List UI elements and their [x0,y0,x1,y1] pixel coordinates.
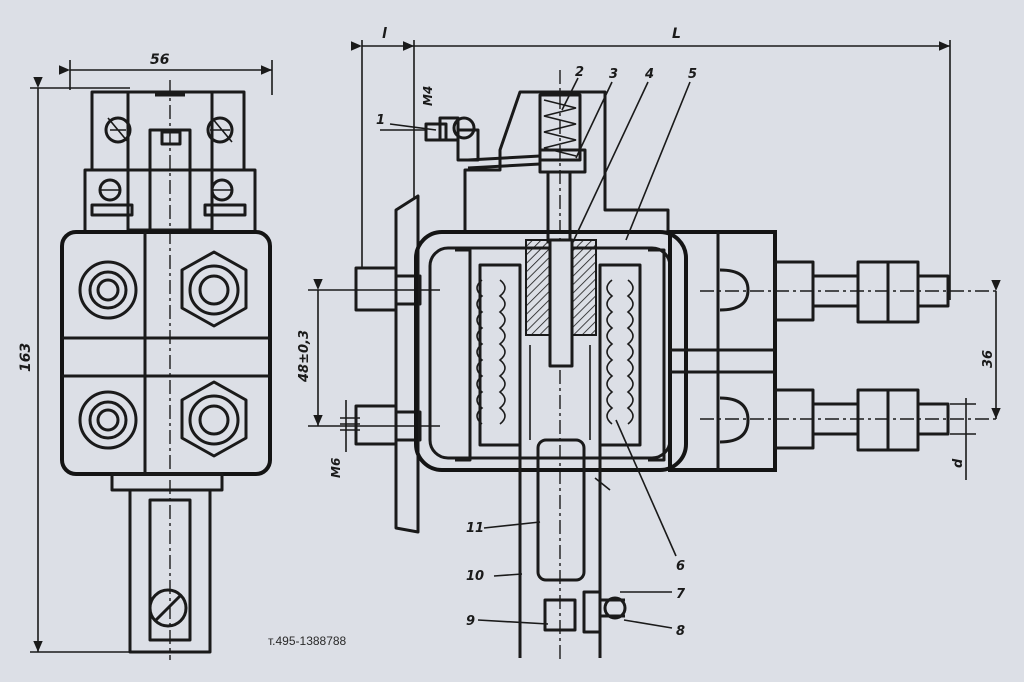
callout-9: 9 [466,614,475,629]
callout-7: 7 [676,587,686,602]
bellows-right [598,263,642,447]
dimension-l-label: l [382,26,387,42]
base-block [60,230,272,476]
callout-4: 4 [644,67,654,82]
section-view: l L 48±0,3 M6 [297,26,1001,660]
dimension-L-label: L [672,26,681,42]
dimension-36-label: 36 [981,350,996,368]
dimension-height-label: 163 [18,343,34,372]
dimension-spacing-label: 48±0,3 [297,330,312,383]
top-mechanism [83,80,257,660]
terminal-bottom-left [78,390,138,450]
bolt-upper [700,260,1000,324]
dimension-top: l L [350,26,951,300]
mounting-plate [340,194,422,534]
callout-2: 2 [575,65,584,80]
watermark-text: т.495-1388788 [268,634,347,648]
dimension-width-label: 56 [150,52,170,68]
thread-m4-label: M4 [421,86,435,106]
callouts: 1 2 3 4 5 6 7 8 9 10 11 [376,65,697,639]
callout-11: 11 [466,521,484,536]
terminal-bottom-right [180,380,248,458]
main-body [414,230,688,472]
callout-8: 8 [676,624,685,639]
callout-6: 6 [676,559,685,574]
dimension-height: 163 [18,76,160,653]
terminal-top-left [78,260,138,320]
callout-5: 5 [688,67,697,82]
callout-1: 1 [376,113,385,128]
lower-tube [518,438,627,658]
terminal-top-right [180,250,248,328]
side-view: 56 163 [18,52,273,660]
callout-10: 10 [466,569,484,584]
callout-3: 3 [609,67,618,82]
thread-m6-label: M6 [329,458,343,478]
top-housing: M4 [380,86,670,234]
bolt-lower [700,388,1000,452]
terminal-block-right: 36 d [668,230,1001,480]
dimension-width: 56 [58,52,273,95]
bellows-left [476,263,522,447]
lower-bracket [110,472,224,654]
diameter-label: d [951,458,966,468]
